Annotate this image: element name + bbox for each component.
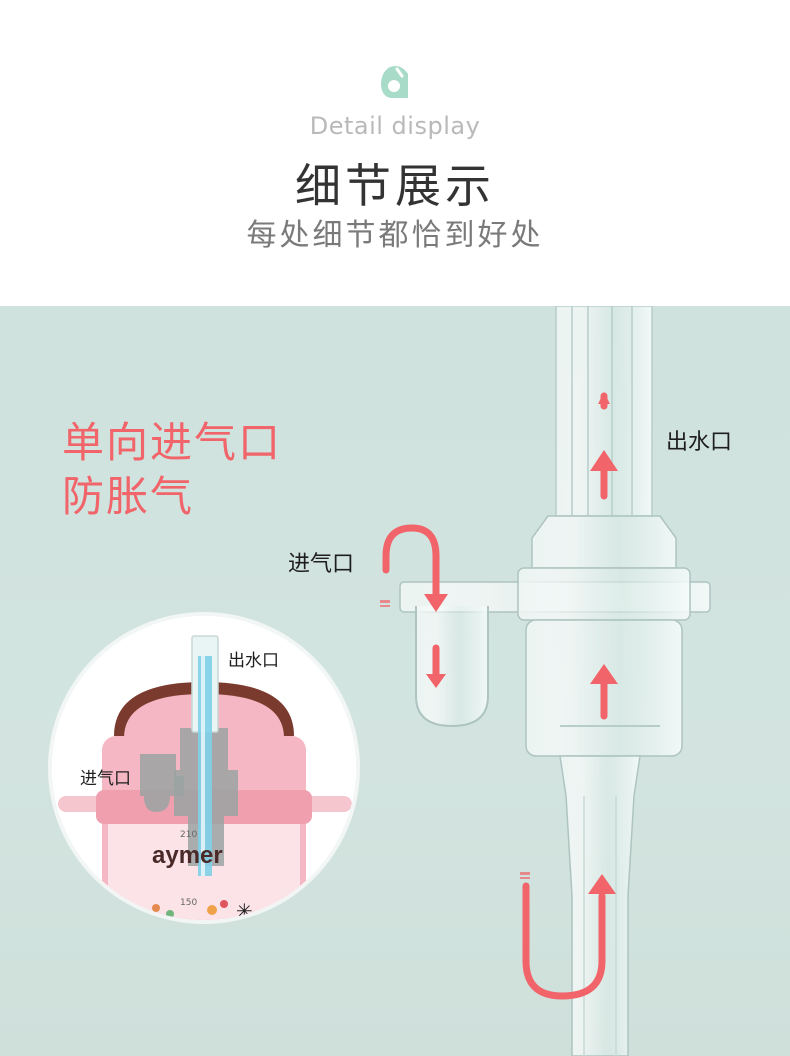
detail-panel: 单向进气口 防胀气 出水口 进气口 (0, 306, 790, 1056)
inset-air-inlet-label: 进气口 (80, 769, 131, 789)
inset-circle: ✳ 出水口 进气口 aymer 150 210 (52, 616, 356, 920)
inset-water-outlet-label: 出水口 (228, 651, 279, 671)
volume-marking-150: 150 (180, 898, 198, 908)
feature-line-1: 单向进气口 (62, 418, 283, 467)
brand-logo-icon (381, 66, 408, 98)
brand-wordmark: aymer (152, 842, 223, 869)
feature-text: 单向进气口 防胀气 (62, 416, 282, 524)
cup-illustration: ✳ (52, 616, 356, 920)
valve-illustration (380, 306, 711, 1056)
arrow-heads (424, 392, 618, 894)
water-outlet-label: 出水口 (666, 430, 733, 455)
air-inlet-label: 进气口 (288, 552, 355, 577)
section-title: 细节展示 (295, 159, 495, 213)
feature-line-2: 防胀气 (62, 472, 195, 521)
section-subtitle-en: Detail display (309, 112, 481, 140)
volume-marking-210: 210 (180, 830, 198, 840)
flow-arrows (382, 392, 608, 1000)
header: Detail display 细节展示 每处细节都恰到好处 (0, 0, 790, 306)
section-subtitle-cn: 每处细节都恰到好处 (246, 218, 544, 253)
